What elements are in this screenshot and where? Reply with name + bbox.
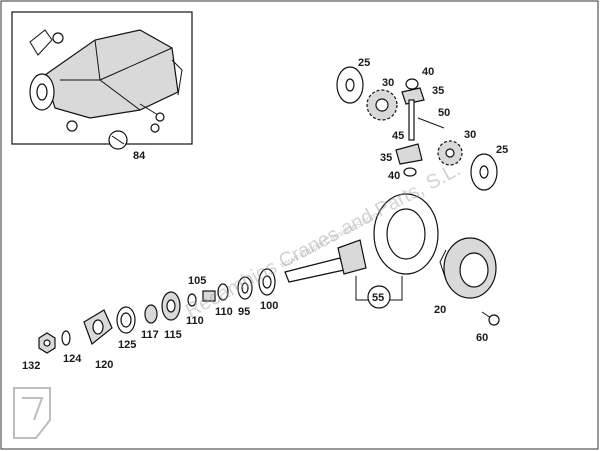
label-40-top: 40 bbox=[422, 66, 434, 78]
part-60-bolt: 60 bbox=[476, 311, 500, 344]
label-117: 117 bbox=[141, 329, 159, 341]
differential-carrier: 20 bbox=[434, 237, 497, 316]
label-30-low: 30 bbox=[464, 129, 476, 141]
label-35-top: 35 bbox=[432, 85, 444, 97]
label-20: 20 bbox=[434, 304, 446, 316]
label-100: 100 bbox=[260, 300, 278, 312]
label-110-l: 110 bbox=[186, 315, 204, 327]
label-110-r: 110 bbox=[215, 306, 233, 318]
label-105: 105 bbox=[188, 275, 206, 287]
label-132: 132 bbox=[22, 360, 40, 372]
front-bearing-pack: 115 117 125 bbox=[116, 291, 182, 351]
inset-housing-view bbox=[11, 11, 193, 145]
differential-gear-set: 25 30 40 35 50 45 35 40 30 25 bbox=[336, 57, 508, 191]
label-25-top: 25 bbox=[358, 57, 370, 69]
watermark: Recambios Cranes and Parts, S.L. www.Gru… bbox=[13, 158, 464, 439]
label-40-low: 40 bbox=[388, 170, 400, 182]
ring-gear bbox=[373, 193, 439, 275]
label-50: 50 bbox=[438, 107, 450, 119]
label-55: 55 bbox=[372, 292, 384, 304]
label-30-top: 30 bbox=[382, 77, 394, 89]
pinion-bearings: 100 95 110 105 110 bbox=[186, 268, 278, 327]
label-120: 120 bbox=[95, 359, 113, 371]
label-84: 84 bbox=[133, 150, 146, 162]
label-45: 45 bbox=[392, 130, 404, 142]
label-35-low: 35 bbox=[380, 152, 392, 164]
nut-and-washer: 124 132 bbox=[22, 330, 82, 372]
drive-flange: 120 bbox=[83, 309, 113, 371]
label-115: 115 bbox=[164, 329, 182, 341]
part-84-snap-ring: 84 bbox=[108, 130, 146, 162]
label-25-low: 25 bbox=[496, 144, 508, 156]
label-124: 124 bbox=[63, 353, 82, 365]
label-60: 60 bbox=[476, 332, 488, 344]
drive-pinion: 55 bbox=[284, 239, 403, 309]
label-125: 125 bbox=[118, 339, 136, 351]
watermark-logo-icon bbox=[13, 387, 51, 439]
label-95: 95 bbox=[238, 306, 250, 318]
